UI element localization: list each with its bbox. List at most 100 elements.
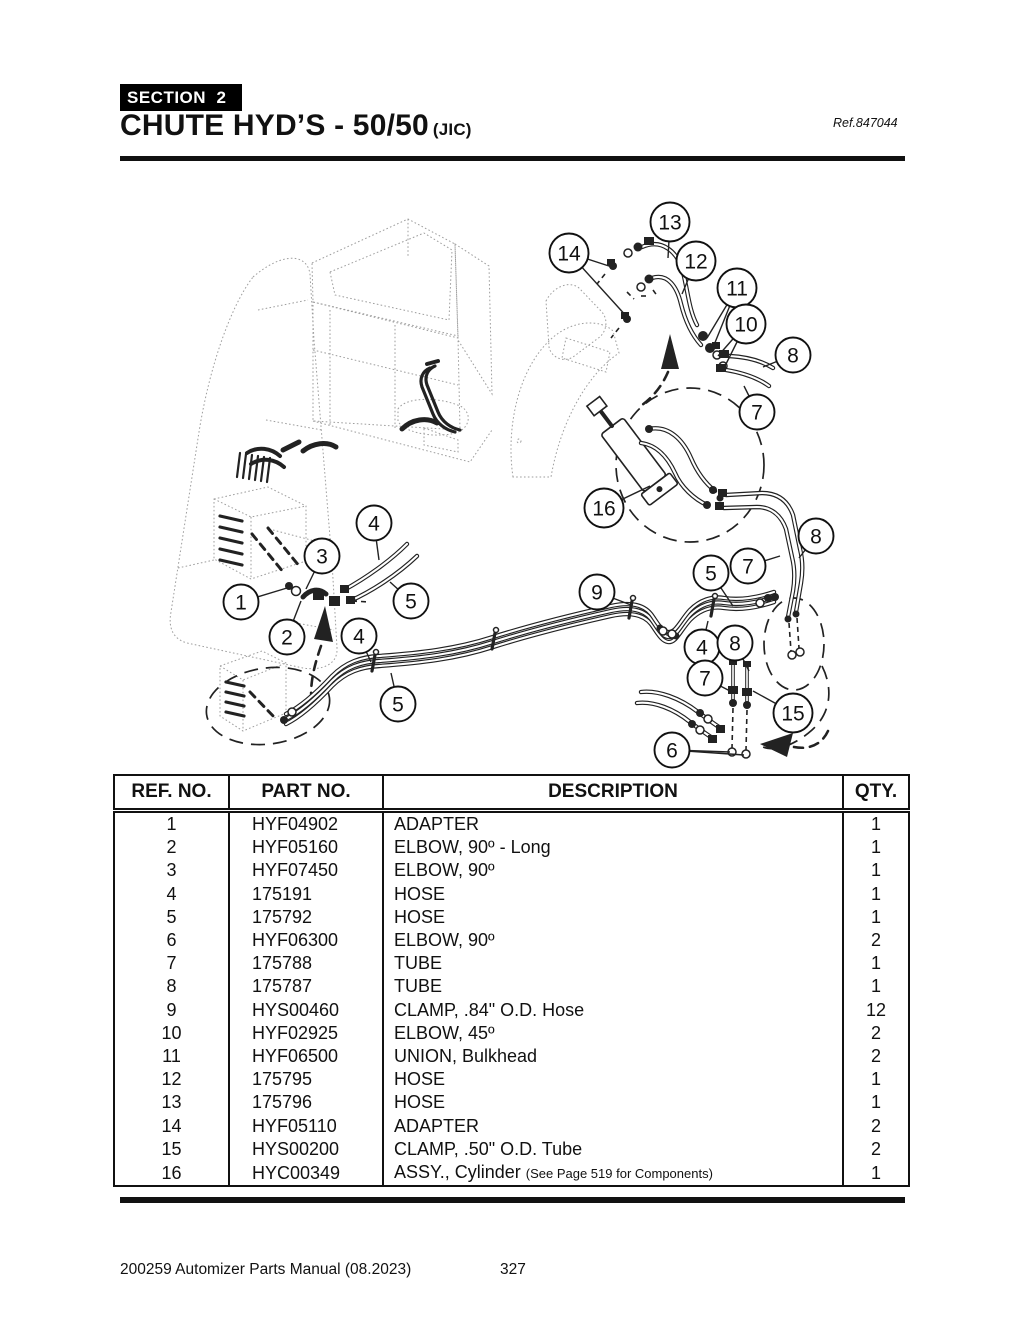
header-rule xyxy=(120,156,905,161)
callout-number: 14 xyxy=(557,243,581,266)
footer-manual-title: 200259 Automizer Parts Manual (08.2023) xyxy=(120,1261,412,1278)
callout-11: 11 xyxy=(706,267,758,351)
callout-14: 14 xyxy=(548,232,629,319)
callout-balloon xyxy=(268,618,306,656)
cell-part-no: HYS00200 xyxy=(228,1137,383,1162)
description-text: ADAPTER xyxy=(394,1115,480,1136)
callout-4: 4 xyxy=(355,504,393,561)
callout-number: 11 xyxy=(726,278,748,301)
cell-qty: 1 xyxy=(842,952,909,976)
callout-number: 4 xyxy=(368,513,380,536)
table-row: 13 175796 HOSE 1 xyxy=(114,1091,909,1115)
cell-qty: 2 xyxy=(842,1021,909,1046)
page-title-text: CHUTE HYD’S - 50/50 xyxy=(120,109,429,142)
callout-number: 5 xyxy=(392,694,404,717)
cell-description: CLAMP, .84" O.D. Hose xyxy=(382,998,843,1022)
description-text: CLAMP, .50" O.D. Tube xyxy=(394,1138,583,1159)
col-header-part-no: PART NO. xyxy=(228,775,383,813)
cell-ref-no: 10 xyxy=(161,1022,182,1043)
cell-part-no: HYF07450 xyxy=(228,859,383,883)
direction-arrows xyxy=(309,334,830,757)
cell-part-no: HYF06500 xyxy=(228,1045,383,1069)
callout-5: 5 xyxy=(389,581,430,620)
callout-12: 12 xyxy=(675,240,717,295)
cell-part-no: HYF05110 xyxy=(228,1114,383,1138)
callout-5: 5 xyxy=(692,554,734,607)
callout-balloon xyxy=(583,487,625,529)
callout-number: 15 xyxy=(781,703,804,726)
cell-ref-no: 4 xyxy=(166,883,177,904)
callout-number: 8 xyxy=(787,345,799,368)
cell-part-no: HYS00460 xyxy=(228,998,383,1022)
description-text: CLAMP, .84" O.D. Hose xyxy=(394,999,585,1020)
description-text: ASSY., Cylinder xyxy=(394,1162,521,1183)
description-text: ELBOW, 90º - Long xyxy=(394,837,551,858)
cell-ref-no: 9 xyxy=(166,999,177,1020)
cell-ref-no: 16 xyxy=(161,1162,182,1183)
callout-balloon xyxy=(686,659,724,697)
cell-part-no: 175787 xyxy=(228,975,383,999)
cell-qty: 1 xyxy=(842,1091,909,1115)
cell-part-no: 175788 xyxy=(228,952,383,976)
cell-qty: 1 xyxy=(842,905,909,930)
description-text: ADAPTER xyxy=(394,814,480,834)
callout-1: 1 xyxy=(222,583,288,621)
cell-qty: 1 xyxy=(842,810,909,837)
cell-qty: 1 xyxy=(842,975,909,999)
table-header-row: REF. NO. PART NO. DESCRIPTION QTY. xyxy=(114,775,909,813)
callout-15: 15 xyxy=(752,690,814,734)
callout-number: 8 xyxy=(729,633,741,656)
callout-number: 1 xyxy=(235,592,247,615)
machine-outline xyxy=(169,218,493,670)
cell-description: ASSY., Cylinder (See Page 519 for Compon… xyxy=(382,1161,843,1187)
col-header-ref-no: REF. NO. xyxy=(114,775,229,813)
callout-balloon xyxy=(548,232,590,274)
callout-balloon xyxy=(675,240,717,282)
cell-description: HOSE xyxy=(382,1091,843,1115)
callout-8: 8 xyxy=(716,624,754,672)
callout-balloon xyxy=(355,504,393,542)
cell-description: TUBE xyxy=(382,975,843,999)
callout-balloon xyxy=(653,731,691,769)
cell-ref-no: 13 xyxy=(161,1092,182,1113)
callout-number: 2 xyxy=(281,627,293,650)
cell-description: ELBOW, 90º - Long xyxy=(382,836,843,860)
cell-part-no: 175792 xyxy=(228,905,383,930)
callout-balloon xyxy=(774,336,812,374)
section-badge: SECTION 2 xyxy=(120,84,243,111)
cell-part-no: 175795 xyxy=(228,1068,383,1092)
callout-8: 8 xyxy=(797,517,835,559)
cell-qty: 2 xyxy=(842,1045,909,1069)
cell-description: ELBOW, 90º xyxy=(382,929,843,953)
page-title-suffix: (JIC) xyxy=(432,120,472,139)
callout-balloon xyxy=(392,582,430,620)
callout-balloon xyxy=(649,201,691,243)
description-text: HOSE xyxy=(394,1092,446,1113)
cell-qty: 1 xyxy=(842,1068,909,1092)
cell-description: HOSE xyxy=(382,1068,843,1092)
callout-number: 4 xyxy=(353,626,365,649)
callout-number: 5 xyxy=(405,591,417,614)
cylinder-assembly xyxy=(585,395,679,506)
cell-description: ELBOW, 45º xyxy=(382,1021,843,1046)
cell-part-no: HYF06300 xyxy=(228,929,383,953)
cell-part-no: 175796 xyxy=(228,1091,383,1115)
cell-description: TUBE xyxy=(382,952,843,976)
callout-balloon xyxy=(725,303,767,345)
cell-ref-no: 12 xyxy=(161,1069,182,1090)
callout-number: 9 xyxy=(591,582,603,605)
description-text: TUBE xyxy=(394,953,443,974)
